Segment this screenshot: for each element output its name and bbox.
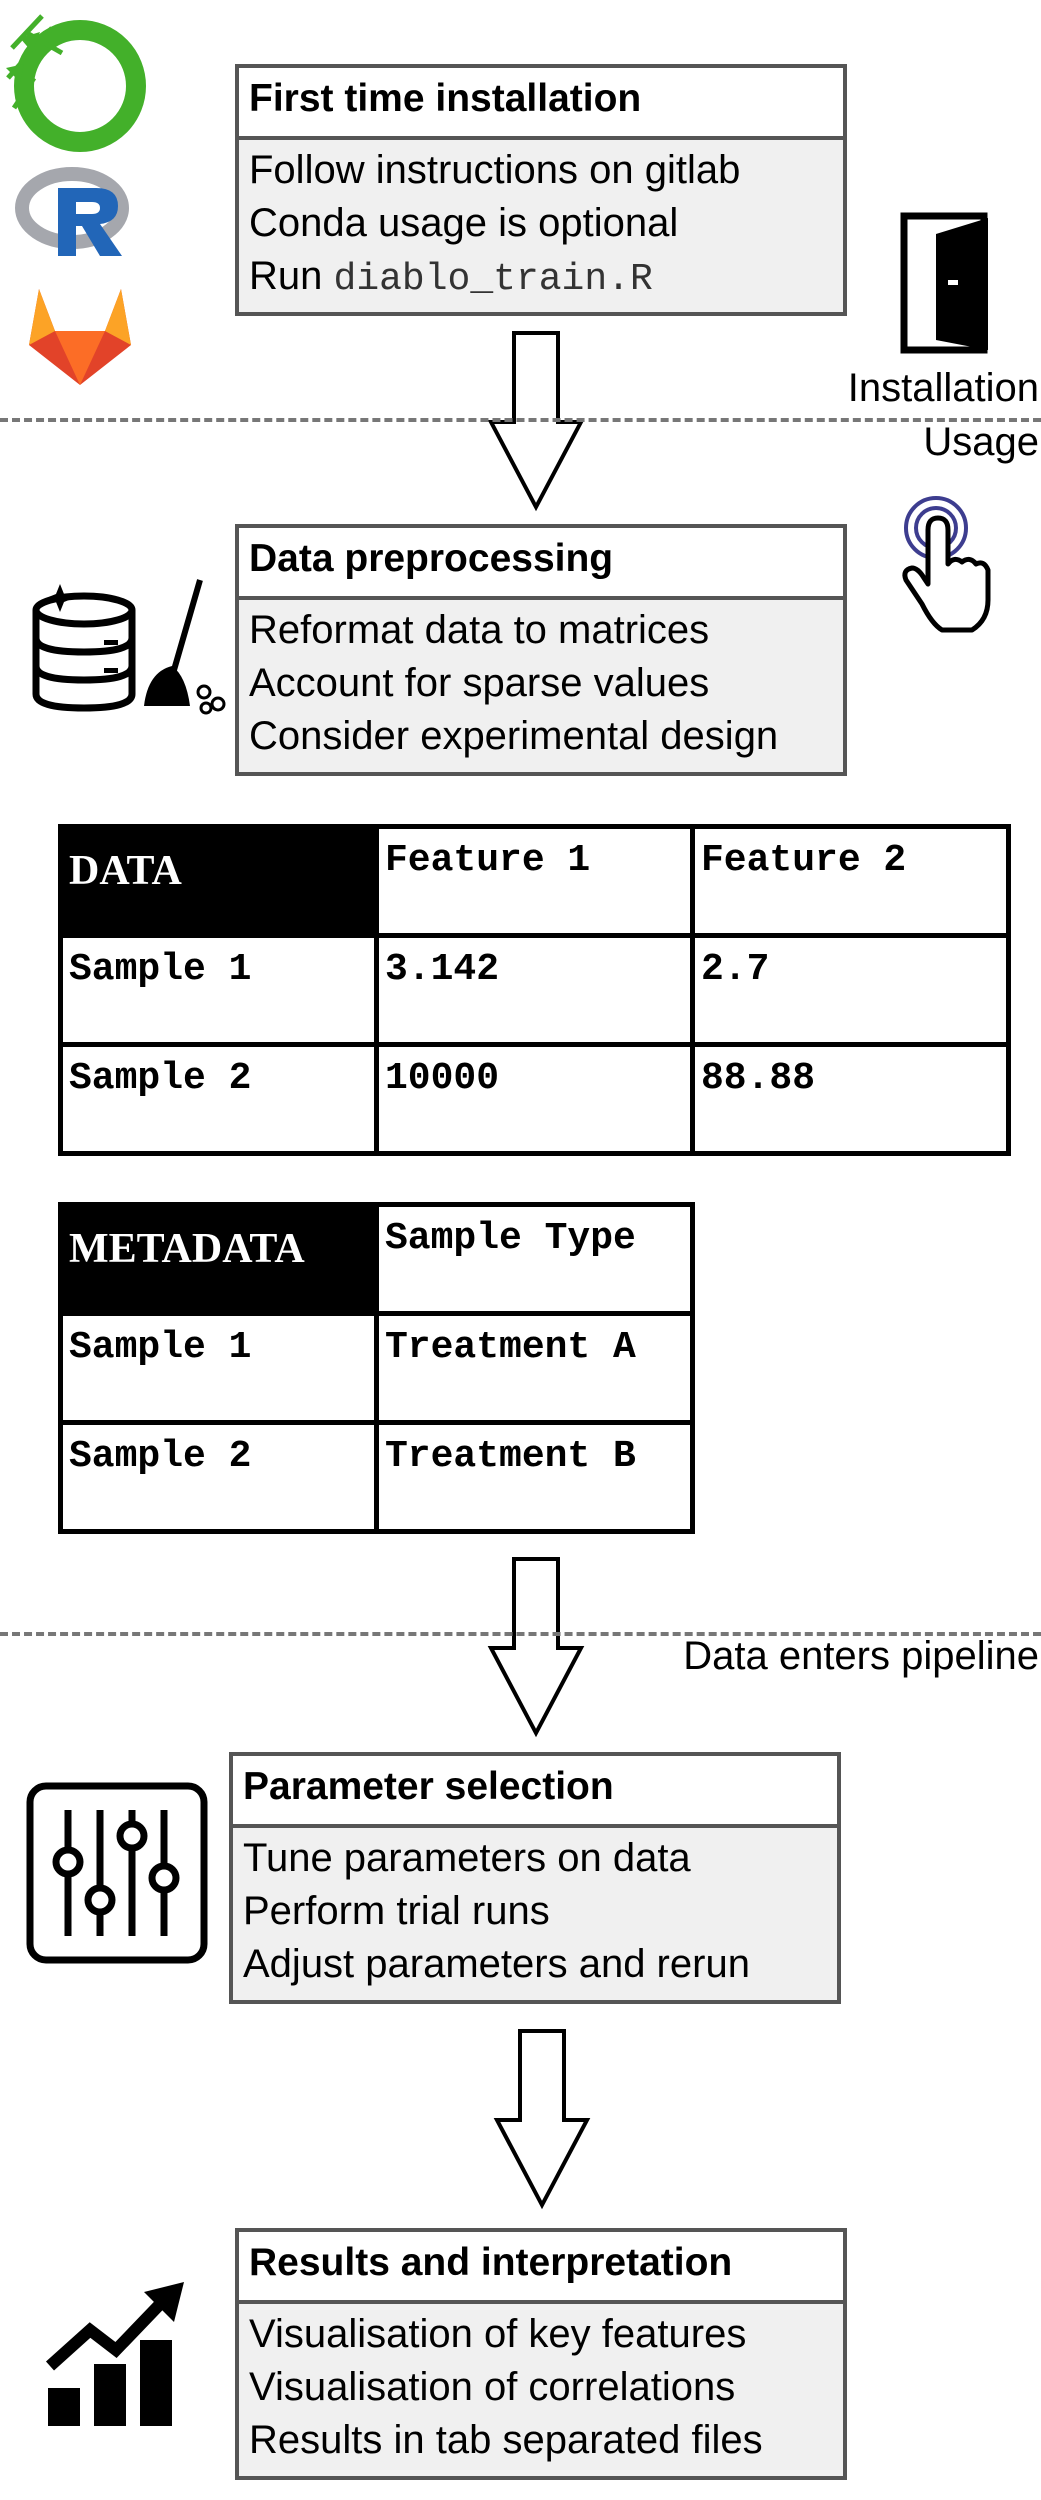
growth-chart-icon xyxy=(45,2282,184,2426)
preprocessing-step-box: Data preprocessing Reformat data to matr… xyxy=(235,524,847,776)
data-table-cell: 88.88 xyxy=(690,1042,1011,1156)
installation-step-title: First time installation xyxy=(239,68,843,140)
results-line-2: Visualisation of correlations xyxy=(249,2365,736,2409)
down-arrow-icon xyxy=(493,2029,591,2210)
data-table-cell: Sample 1 xyxy=(58,933,379,1047)
parameter-step-box: Parameter selection Tune parameters on d… xyxy=(229,1752,841,2004)
metadata-table-cell: Sample 1 xyxy=(58,1311,379,1425)
run-script: diablo_train.R xyxy=(333,258,653,301)
data-enters-pipeline-divider xyxy=(0,1632,1041,1636)
table-row: DATA Feature 1 Feature 2 xyxy=(58,824,1011,938)
preprocessing-line-3: Consider experimental design xyxy=(249,714,779,758)
conda-icon xyxy=(6,14,146,152)
parameter-line-1: Tune parameters on data xyxy=(243,1836,691,1880)
results-line-1: Visualisation of key features xyxy=(249,2312,747,2356)
run-prefix: Run xyxy=(249,254,323,298)
metadata-table-cell: Sample 2 xyxy=(58,1420,379,1534)
preprocessing-step-title: Data preprocessing xyxy=(239,528,843,600)
table-row: METADATA Sample Type xyxy=(58,1202,695,1316)
parameter-line-2: Perform trial runs xyxy=(243,1889,550,1933)
installation-line-2: Conda usage is optional xyxy=(249,201,679,245)
tap-hand-icon xyxy=(902,496,991,633)
installation-usage-divider xyxy=(0,418,1041,422)
data-table-cell: 10000 xyxy=(374,1042,695,1156)
parameter-step-title: Parameter selection xyxy=(233,1756,837,1828)
down-arrow-icon xyxy=(487,1557,585,1738)
metadata-table-cell: Treatment B xyxy=(374,1420,695,1534)
metadata-table-cell: Treatment A xyxy=(374,1311,695,1425)
table-row: Sample 1 3.142 2.7 xyxy=(58,933,1011,1047)
table-row: Sample 2 10000 88.88 xyxy=(58,1042,1011,1156)
results-step-title: Results and interpretation xyxy=(239,2232,843,2304)
installation-label: Installation xyxy=(847,366,1039,410)
metadata-table: METADATA Sample Type Sample 1 Treatment … xyxy=(58,1202,695,1534)
database-clean-icon xyxy=(32,579,226,715)
door-icon xyxy=(900,212,988,354)
sliders-icon xyxy=(26,1782,208,1964)
data-table: DATA Feature 1 Feature 2 Sample 1 3.142 … xyxy=(58,824,1011,1156)
table-row: Sample 1 Treatment A xyxy=(58,1311,695,1425)
data-table-corner: DATA xyxy=(58,824,379,938)
usage-label: Usage xyxy=(923,420,1039,464)
installation-line-3: Run diablo_train.R xyxy=(239,250,843,306)
table-row: Sample 2 Treatment B xyxy=(58,1420,695,1534)
data-table-header-feature-1: Feature 1 xyxy=(374,824,695,938)
parameter-line-3: Adjust parameters and rerun xyxy=(243,1942,750,1986)
preprocessing-line-1: Reformat data to matrices xyxy=(249,608,710,652)
results-line-3: Results in tab separated files xyxy=(249,2418,763,2462)
data-table-header-feature-2: Feature 2 xyxy=(690,824,1011,938)
r-logo-icon xyxy=(15,167,129,256)
results-step-box: Results and interpretation Visualisation… xyxy=(235,2228,847,2480)
preprocessing-line-2: Account for sparse values xyxy=(249,661,710,705)
metadata-table-corner: METADATA xyxy=(58,1202,379,1316)
installation-step-box: First time installation Follow instructi… xyxy=(235,64,847,316)
installation-line-1: Follow instructions on gitlab xyxy=(249,148,741,192)
data-table-cell: 3.142 xyxy=(374,933,695,1047)
metadata-table-header-sample-type: Sample Type xyxy=(374,1202,695,1316)
gitlab-icon xyxy=(29,289,131,385)
data-table-cell: Sample 2 xyxy=(58,1042,379,1156)
data-enters-pipeline-label: Data enters pipeline xyxy=(683,1634,1039,1678)
data-table-cell: 2.7 xyxy=(690,933,1011,1047)
